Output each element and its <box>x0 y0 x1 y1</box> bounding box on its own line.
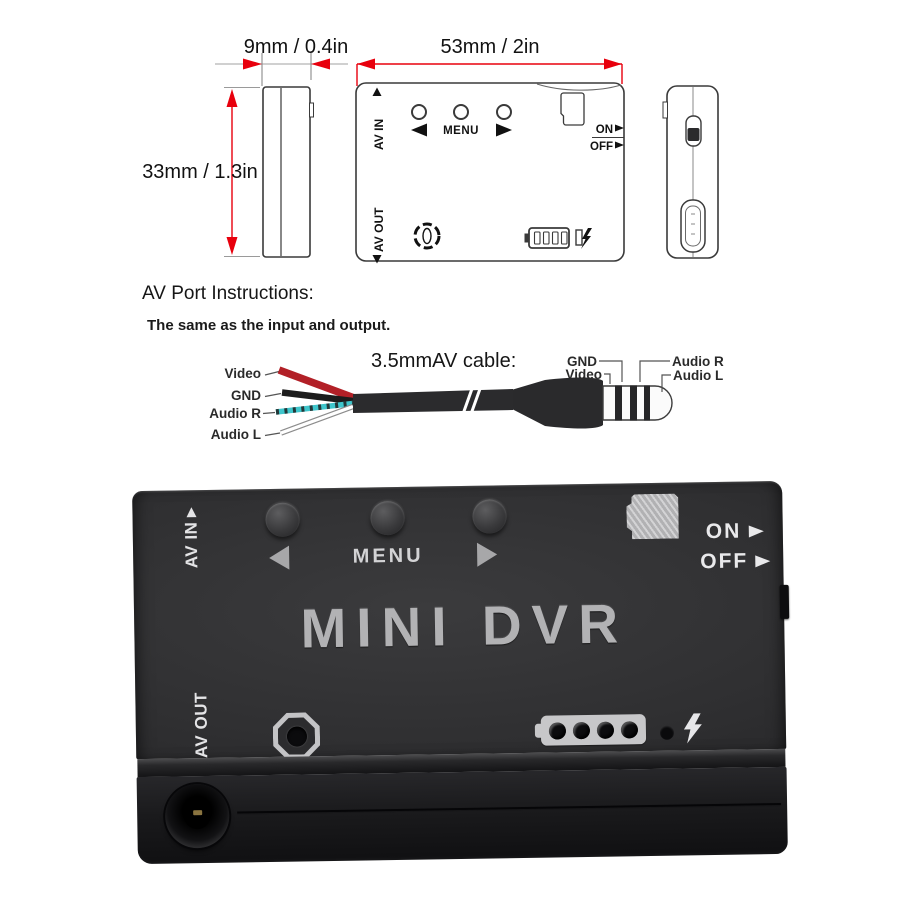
av-in-port-label: AV IN <box>180 498 203 568</box>
left-arrow-icon <box>411 123 427 137</box>
right-arrow-icon <box>496 123 512 137</box>
power-switch-drawing <box>685 115 702 147</box>
led-dot <box>620 720 638 738</box>
top-view-av-in-label: AV IN <box>372 119 386 150</box>
dimension-height: 33mm / 1.3in <box>142 86 260 258</box>
av-port-instructions-subtitle: The same as the input and output. <box>147 317 391 334</box>
av-port-instructions-title: AV Port Instructions: <box>142 283 314 304</box>
top-view-off-label: OFF <box>590 141 613 153</box>
side-switch-notch <box>309 102 314 118</box>
led-dot <box>596 721 614 739</box>
plug-label-audio-l: Audio L <box>673 368 723 383</box>
dim-top-width-label: 53mm / 2in <box>441 36 540 58</box>
sd-card-icon <box>626 494 679 540</box>
cable-break-mark <box>469 385 483 415</box>
right-side-view-drawing <box>662 85 719 259</box>
jack-contact <box>192 810 202 816</box>
dimension-side-width: 9mm / 0.4in <box>215 36 348 86</box>
battery-led-indicator <box>534 714 647 746</box>
charge-led <box>659 725 675 740</box>
button-circle <box>496 104 512 120</box>
right-arrow-icon <box>748 525 764 538</box>
dim-arrow-icon <box>226 89 238 107</box>
dim-arrow-icon <box>357 58 375 70</box>
jack-icon <box>273 712 321 760</box>
plug-body <box>513 377 603 429</box>
up-arrow-icon <box>372 87 382 96</box>
wire-label-audio-l: Audio L <box>211 427 261 442</box>
right-arrow-icon <box>615 141 624 149</box>
usb-port-drawing <box>680 199 706 253</box>
led-dot <box>572 721 590 739</box>
plug-label-audio-r: Audio R <box>672 354 724 369</box>
down-arrow-icon <box>372 255 382 264</box>
top-view-av-out-label: AV OUT <box>372 207 386 252</box>
top-view-drawing: AV IN MENU ON OFF AV OUT <box>355 82 625 264</box>
up-arrow-icon <box>186 507 197 518</box>
on-label: ON <box>706 519 764 544</box>
top-view-menu-label: MENU <box>443 125 479 137</box>
jack-icon <box>413 222 441 250</box>
wire-label-gnd: GND <box>231 388 261 403</box>
lightning-icon <box>683 713 702 744</box>
right-arrow-icon <box>476 542 498 567</box>
sd-slot-opening-arc <box>536 83 622 91</box>
video-wire <box>277 366 355 402</box>
device-front-face <box>136 766 788 865</box>
plug-label-gnd: GND <box>567 354 597 369</box>
button-circle <box>453 104 469 120</box>
wire-label-audio-r: Audio R <box>209 406 261 421</box>
dim-arrow-icon <box>243 58 262 70</box>
gnd-wire <box>281 389 354 405</box>
cable-title: 3.5mmAV cable: <box>371 350 517 372</box>
button-circle <box>411 104 427 120</box>
battery-icon <box>524 227 570 249</box>
dim-arrow-icon <box>604 58 622 70</box>
device-top-face: AV IN MENU ON OFF MINI DVR AV OUT <box>132 480 790 773</box>
left-arrow-icon <box>268 545 290 570</box>
dim-arrow-icon <box>311 58 330 70</box>
menu-button <box>370 500 405 536</box>
right-button <box>472 499 507 534</box>
right-arrow-icon <box>755 555 771 568</box>
wire-label-video: Video <box>224 366 261 381</box>
led-dot <box>548 721 566 740</box>
side-view-drawing <box>262 86 314 258</box>
off-label: OFF <box>700 549 771 574</box>
sd-card-icon <box>560 92 585 126</box>
left-button <box>265 502 300 538</box>
right-arrow-icon <box>615 124 624 132</box>
brand-name: MINI DVR <box>300 592 629 660</box>
audio-r-wire <box>275 400 354 415</box>
plug-label-video: Video <box>565 367 602 382</box>
av-out-jack-socket <box>164 783 230 849</box>
cable-break-mark <box>461 385 475 415</box>
front-panel-seam <box>237 802 782 815</box>
top-view-on-label: ON <box>596 124 613 136</box>
lightning-icon <box>581 228 592 249</box>
dim-height-label: 33mm / 1.3in <box>142 161 258 183</box>
power-switch <box>779 584 790 619</box>
dim-arrow-icon <box>226 237 238 255</box>
charging-icon <box>575 228 592 249</box>
dim-side-width-label: 9mm / 0.4in <box>244 36 348 58</box>
menu-label: MENU <box>352 544 424 568</box>
dimension-top-width: 53mm / 2in <box>356 36 623 86</box>
cable-body <box>353 389 513 413</box>
cable-diagram: Video GND Audio R Audio L GND Video <box>209 354 724 442</box>
mini-dvr-device-photo: AV IN MENU ON OFF MINI DVR AV OUT <box>132 480 790 865</box>
